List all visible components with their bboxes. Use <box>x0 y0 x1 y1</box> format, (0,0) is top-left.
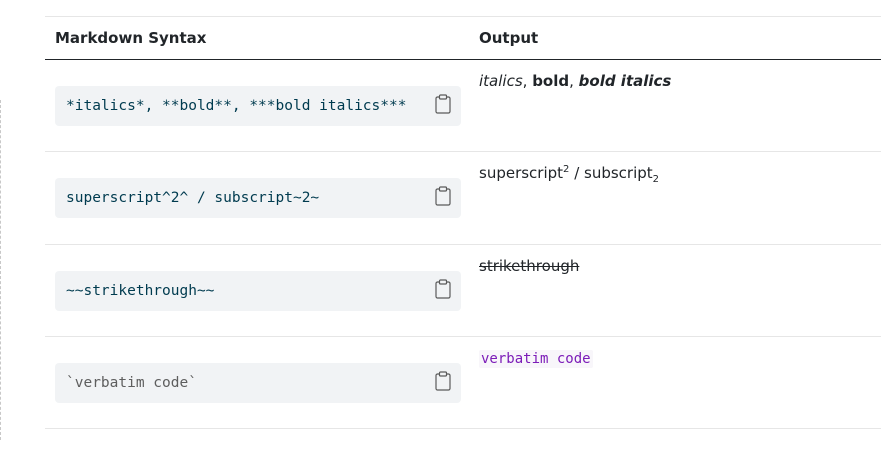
syntax-cell: superscript^2^ / subscript~2~ <box>45 152 469 244</box>
code-block: `verbatim code` <box>55 363 461 403</box>
output-cell: superscript2 / subscript2 <box>469 152 881 244</box>
code-block: *italics*, **bold**, ***bold italics*** <box>55 86 461 126</box>
clipboard-icon[interactable] <box>435 186 451 206</box>
output-subscript-base: subscript <box>584 164 653 182</box>
table-header: Markdown Syntax Output <box>45 17 881 60</box>
output-bold-italics: bold italics <box>578 72 672 90</box>
output-bold: bold <box>532 72 570 90</box>
output-verbatim-code: verbatim code <box>479 350 593 368</box>
code-block: superscript^2^ / subscript~2~ <box>55 178 461 218</box>
header-output: Output <box>479 29 539 47</box>
clipboard-icon[interactable] <box>435 94 451 114</box>
table-row: `verbatim code` verbatim code <box>45 337 881 429</box>
output-cell: italics, bold, bold italics <box>469 60 881 151</box>
table-row: superscript^2^ / subscript~2~ superscrip… <box>45 152 881 245</box>
markdown-syntax-table: Markdown Syntax Output *italics*, **bold… <box>45 16 881 429</box>
output-superscript-base: superscript <box>479 164 564 182</box>
output-subscript: 2 <box>652 174 660 185</box>
output-separator: , <box>522 72 533 90</box>
output-separator: / <box>569 164 585 182</box>
left-margin-divider <box>0 100 5 440</box>
output-superscript: 2 <box>563 164 570 175</box>
output-italics: italics <box>479 72 523 90</box>
syntax-cell: ~~strikethrough~~ <box>45 245 469 336</box>
clipboard-icon[interactable] <box>435 371 451 391</box>
clipboard-icon[interactable] <box>435 279 451 299</box>
syntax-cell: *italics*, **bold**, ***bold italics*** <box>45 60 469 151</box>
code-text: ~~strikethrough~~ <box>66 283 215 299</box>
code-text: superscript^2^ / subscript~2~ <box>66 190 320 206</box>
table-body: *italics*, **bold**, ***bold italics*** … <box>45 60 881 429</box>
output-cell: verbatim code <box>469 337 881 428</box>
header-markdown-syntax: Markdown Syntax <box>55 29 207 47</box>
code-text: `verbatim code` <box>66 375 197 391</box>
table-row: ~~strikethrough~~ strikethrough <box>45 245 881 337</box>
table-row: *italics*, **bold**, ***bold italics*** … <box>45 60 881 152</box>
output-strikethrough: strikethrough <box>479 257 580 275</box>
output-separator: , <box>569 72 579 90</box>
code-block: ~~strikethrough~~ <box>55 271 461 311</box>
code-text: *italics*, **bold**, ***bold italics*** <box>66 98 407 114</box>
syntax-cell: `verbatim code` <box>45 337 469 428</box>
output-cell: strikethrough <box>469 245 881 336</box>
